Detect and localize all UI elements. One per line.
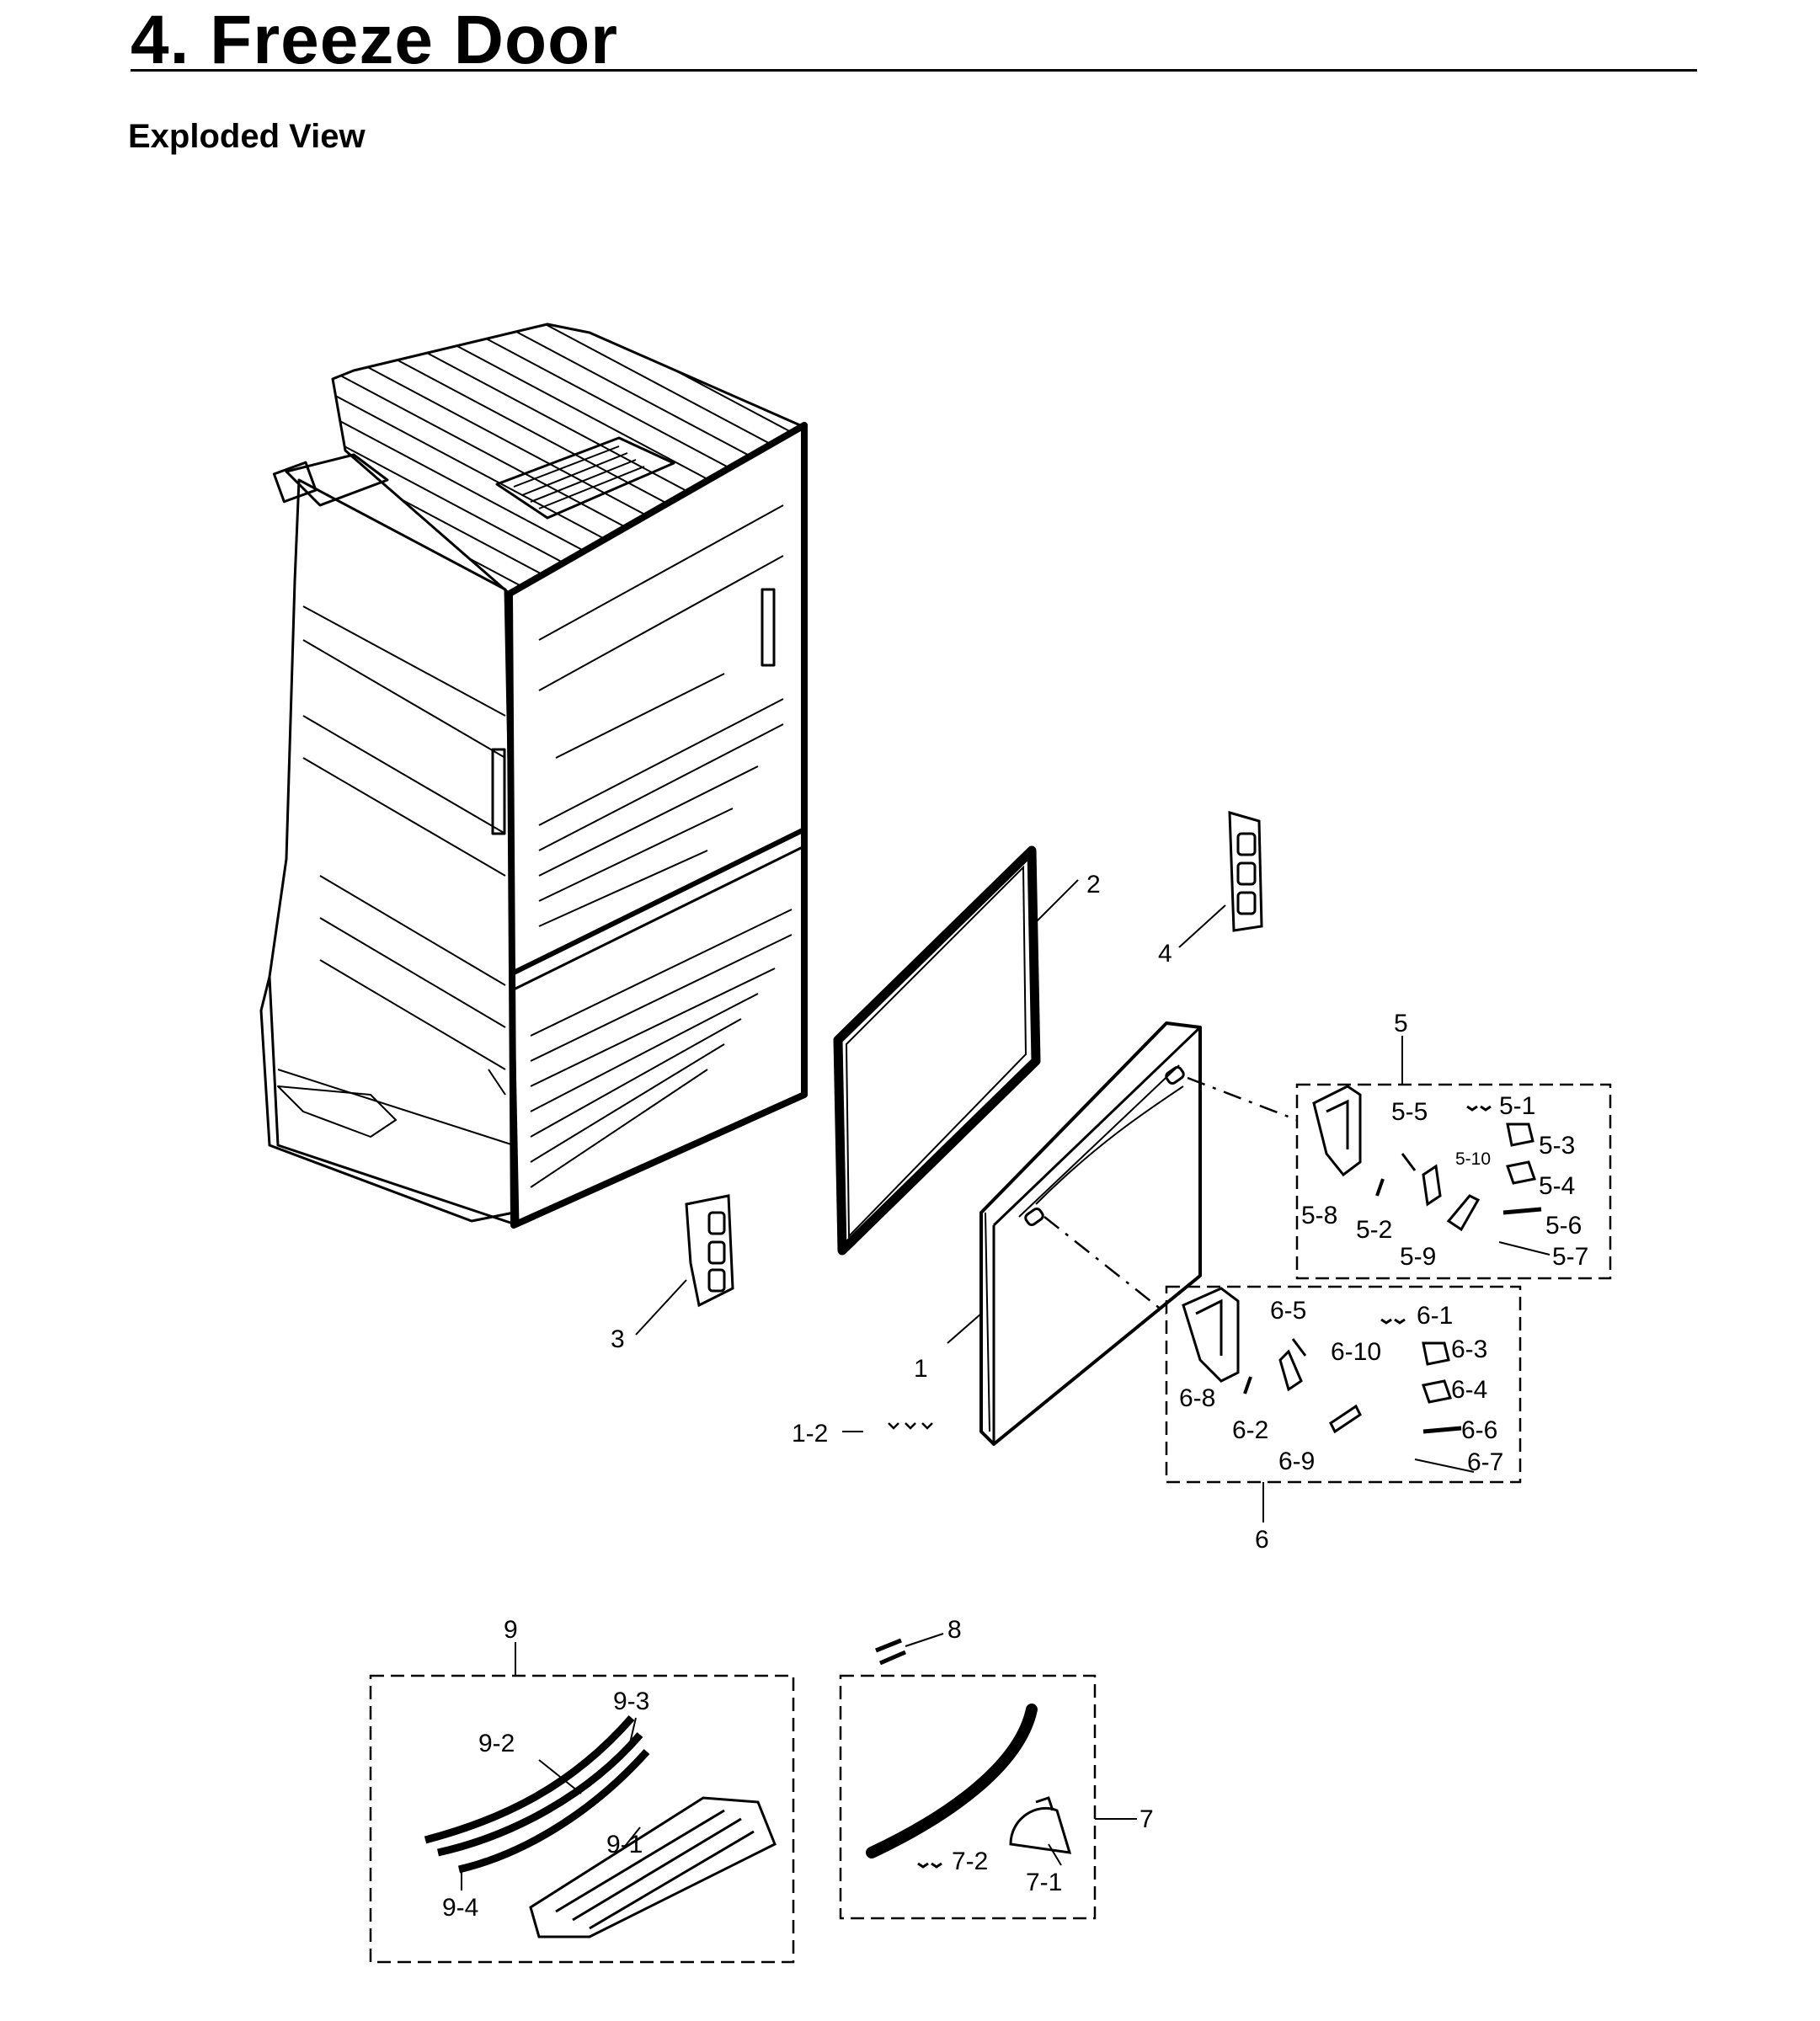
callout-6-5: 6-5 (1270, 1297, 1306, 1325)
callout-5-3: 5-3 (1539, 1132, 1575, 1160)
callout-9-4: 9-4 (442, 1894, 478, 1922)
door-gasket (833, 845, 1041, 1256)
callout-5-4: 5-4 (1539, 1172, 1575, 1200)
callout-7-2: 7-2 (952, 1848, 988, 1875)
section-title: Exploded View (128, 118, 366, 155)
group-9-parts (424, 1715, 777, 1938)
group-6-parts (1182, 1287, 1475, 1473)
callout-5-5: 5-5 (1391, 1098, 1428, 1126)
callout-5-7: 5-7 (1552, 1243, 1588, 1271)
callout-6-10: 6-10 (1331, 1338, 1381, 1366)
page-title: 4. Freeze Door (131, 2, 619, 78)
callout-5: 5 (1394, 1010, 1408, 1037)
screws-part-1-2 (888, 1422, 933, 1430)
callout-3: 3 (611, 1325, 625, 1353)
callout-7: 7 (1140, 1805, 1154, 1833)
callout-6-1: 6-1 (1417, 1302, 1453, 1330)
callout-6-2: 6-2 (1232, 1416, 1268, 1444)
callout-7-1: 7-1 (1026, 1869, 1062, 1896)
lower-hinge-bracket (685, 1194, 734, 1308)
leader-lines (461, 879, 1403, 1890)
callout-4: 4 (1158, 940, 1172, 968)
part-group-boxes (369, 1083, 1612, 1964)
group-7-parts (866, 1704, 1072, 1869)
callout-2: 2 (1086, 871, 1101, 899)
callout-5-9: 5-9 (1400, 1243, 1436, 1271)
callout-1: 1 (914, 1355, 928, 1383)
callout-9-3: 9-3 (613, 1688, 649, 1715)
callout-6-6: 6-6 (1461, 1416, 1497, 1444)
callout-5-6: 5-6 (1545, 1212, 1582, 1240)
callout-5-10: 5-10 (1455, 1149, 1491, 1169)
callout-1-2: 1-2 (792, 1420, 828, 1448)
callout-9-1: 9-1 (606, 1831, 643, 1858)
callout-6-8: 6-8 (1179, 1384, 1215, 1412)
upper-hinge-bracket (1228, 810, 1263, 932)
screws-part-8 (875, 1638, 906, 1666)
callout-6-4: 6-4 (1451, 1376, 1487, 1404)
callout-5-1: 5-1 (1499, 1092, 1535, 1120)
title-rule (131, 69, 1697, 72)
callout-6-3: 6-3 (1451, 1336, 1487, 1363)
callout-5-8: 5-8 (1301, 1202, 1337, 1229)
group-5-box (1295, 1083, 1612, 1280)
group-9-box (369, 1674, 795, 1964)
group-5-parts (1312, 1085, 1550, 1256)
freezer-door (979, 1021, 1202, 1446)
callout-9-2: 9-2 (478, 1730, 515, 1757)
callout-6: 6 (1255, 1526, 1269, 1554)
refrigerator-cabinet (259, 323, 808, 1229)
group-6-box (1165, 1285, 1522, 1484)
connector-lines (1043, 1076, 1298, 1314)
group-7-box (839, 1674, 1097, 1920)
callout-6-9: 6-9 (1278, 1448, 1315, 1475)
callout-5-2: 5-2 (1356, 1216, 1392, 1244)
callout-6-7: 6-7 (1467, 1448, 1503, 1476)
callout-9: 9 (504, 1616, 518, 1644)
callout-8: 8 (947, 1616, 962, 1644)
